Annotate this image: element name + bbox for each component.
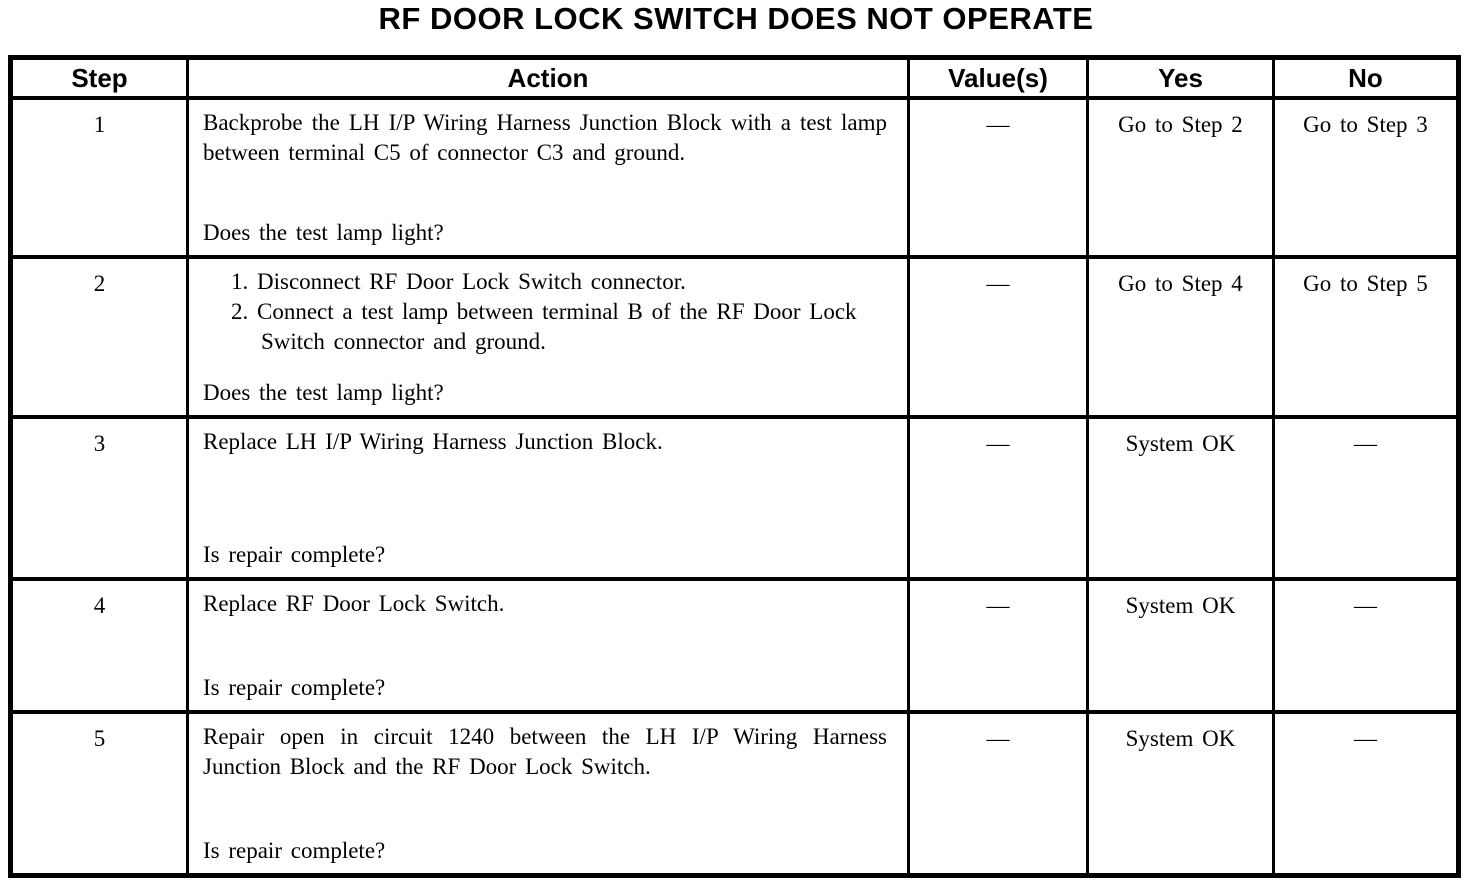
- step-cell: 1: [13, 100, 189, 255]
- action-question: Is repair complete?: [203, 838, 386, 863]
- table-row: 5 Repair open in circuit 1240 between th…: [13, 714, 1456, 873]
- action-cell: Repair open in circuit 1240 between the …: [189, 714, 910, 873]
- yes-cell: System OK: [1089, 714, 1275, 873]
- table-header-row: Step Action Value(s) Yes No: [13, 60, 1456, 100]
- action-question: Is repair complete?: [203, 675, 386, 700]
- header-values: Value(s): [910, 60, 1089, 96]
- action-text: Backprobe the LH I/P Wiring Harness Junc…: [203, 110, 887, 165]
- action-list-item: 1. Disconnect RF Door Lock Switch connec…: [231, 269, 686, 294]
- step-cell: 5: [13, 714, 189, 873]
- yes-cell: Go to Step 4: [1089, 259, 1275, 415]
- action-question: Is repair complete?: [203, 542, 386, 567]
- no-cell: Go to Step 5: [1303, 271, 1428, 296]
- yes-cell: System OK: [1089, 581, 1275, 710]
- step-cell: 4: [13, 581, 189, 710]
- action-text: Repair open in circuit 1240 between the …: [203, 724, 887, 779]
- values-cell: —: [910, 714, 1089, 873]
- action-question: Does the test lamp light?: [203, 220, 444, 245]
- header-yes: Yes: [1089, 60, 1275, 96]
- table-row: 3 Replace LH I/P Wiring Harness Junction…: [13, 419, 1456, 581]
- page-title: RF DOOR LOCK SWITCH DOES NOT OPERATE: [378, 1, 1094, 36]
- header-step: Step: [13, 60, 189, 96]
- yes-cell: Go to Step 2: [1089, 100, 1275, 255]
- action-cell: Replace RF Door Lock Switch. Is repair c…: [189, 581, 910, 710]
- values-cell: —: [910, 419, 1089, 577]
- action-cell: 1. Disconnect RF Door Lock Switch connec…: [189, 259, 910, 415]
- action-text: Replace LH I/P Wiring Harness Junction B…: [203, 429, 663, 454]
- values-cell: —: [910, 100, 1089, 255]
- no-cell: Go to Step 3: [1303, 112, 1428, 137]
- action-list: 1. Disconnect RF Door Lock Switch connec…: [189, 267, 887, 357]
- no-cell: —: [1354, 431, 1377, 456]
- header-action: Action: [189, 60, 910, 96]
- table-row: 4 Replace RF Door Lock Switch. Is repair…: [13, 581, 1456, 714]
- header-no: No: [1348, 62, 1383, 93]
- yes-cell: System OK: [1089, 419, 1275, 577]
- values-cell: —: [910, 259, 1089, 415]
- no-cell: —: [1354, 593, 1377, 618]
- action-question: Does the test lamp light?: [203, 380, 444, 405]
- action-text: Replace RF Door Lock Switch.: [203, 591, 505, 616]
- step-cell: 2: [13, 259, 189, 415]
- action-list-item: 2. Connect a test lamp between terminal …: [231, 299, 857, 354]
- no-cell: —: [1354, 726, 1377, 751]
- table-row: 1 Backprobe the LH I/P Wiring Harness Ju…: [13, 100, 1456, 259]
- values-cell: —: [910, 581, 1089, 710]
- table-row: 2 1. Disconnect RF Door Lock Switch conn…: [13, 259, 1456, 419]
- action-cell: Replace LH I/P Wiring Harness Junction B…: [189, 419, 910, 577]
- action-cell: Backprobe the LH I/P Wiring Harness Junc…: [189, 100, 910, 255]
- diagnostic-table: Step Action Value(s) Yes No 1 Backprobe …: [8, 55, 1461, 878]
- step-cell: 3: [13, 419, 189, 577]
